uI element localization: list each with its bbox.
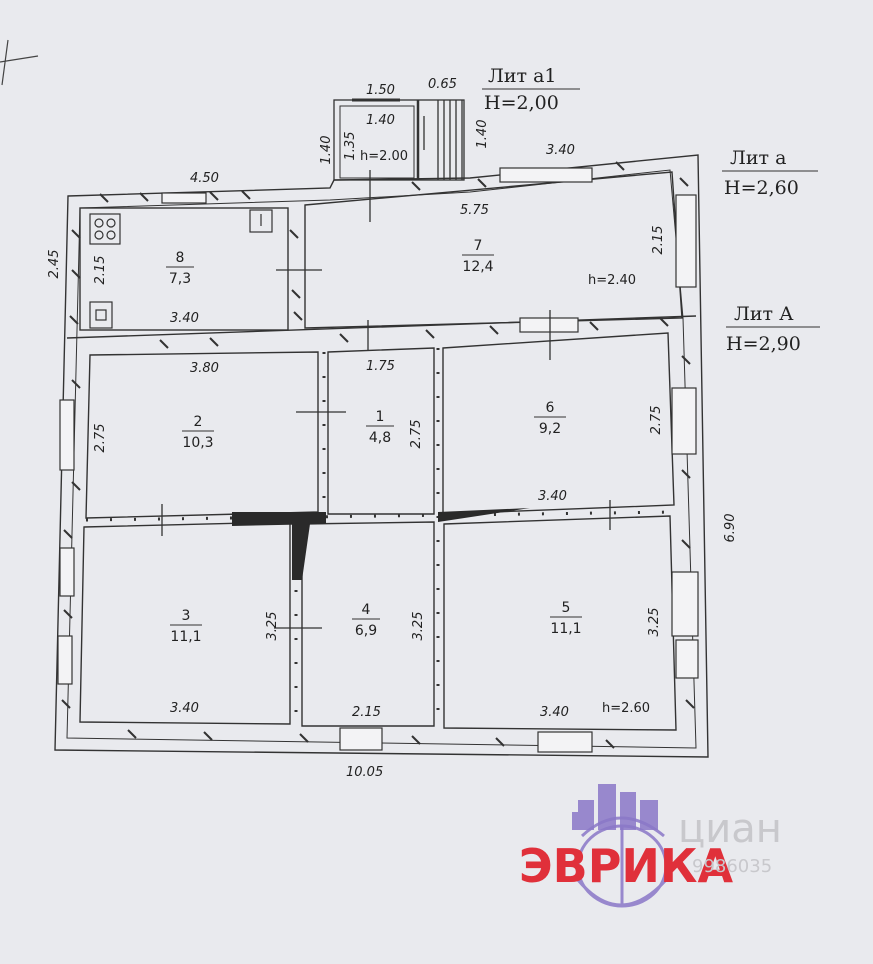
logo-globe-icon bbox=[576, 816, 668, 908]
windows bbox=[57, 167, 699, 753]
room-6-label: 6 9,2 bbox=[534, 400, 566, 437]
room-8-number: 8 bbox=[176, 250, 185, 266]
room-1-label: 1 4,8 bbox=[366, 409, 394, 446]
room-6-area: 9,2 bbox=[539, 421, 561, 437]
lit-a1-name: Лит а1 bbox=[488, 65, 557, 87]
dim-room4-height: 3.25 bbox=[411, 612, 426, 641]
wall-hatching bbox=[61, 161, 695, 749]
room-7-label: 7 12,4 bbox=[462, 238, 494, 275]
dim-room8-width: 3.40 bbox=[170, 311, 199, 326]
dim-room6-width: 3.40 bbox=[538, 489, 567, 504]
dim-top-right: 3.40 bbox=[546, 143, 575, 158]
lit-A-height: H=2,90 bbox=[726, 333, 801, 355]
cian-watermark: циан 9986035 bbox=[678, 806, 782, 877]
stove-wedges bbox=[232, 508, 530, 580]
dim-bottom-total: 10.05 bbox=[346, 765, 383, 780]
dim-porch-left-inner: 1.35 bbox=[343, 132, 358, 161]
room-4-number: 4 bbox=[362, 602, 371, 618]
dim-room7-width: 5.75 bbox=[460, 203, 489, 218]
stove-icon bbox=[89, 213, 121, 245]
room-2-number: 2 bbox=[194, 414, 203, 430]
dim-room1-width: 1.75 bbox=[366, 359, 395, 374]
dim-porch-right-top: 0.65 bbox=[428, 77, 457, 92]
dim-porch-left: 1.40 bbox=[319, 136, 334, 165]
room-8-label: 8 7,3 bbox=[166, 250, 194, 287]
dim-room1-height: 2.75 bbox=[409, 420, 424, 449]
dim-room3-height: 3.25 bbox=[265, 612, 280, 641]
interior-walls bbox=[66, 171, 697, 731]
listing-number: 9986035 bbox=[692, 856, 772, 877]
eureka-logo: ЭВРИКА bbox=[519, 784, 734, 908]
room-3-area: 11,1 bbox=[170, 629, 201, 645]
room-4-area: 6,9 bbox=[355, 623, 377, 639]
lit-a-label: Лит а H=2,60 bbox=[722, 147, 818, 199]
corner-mark bbox=[0, 39, 39, 86]
room-8-area: 7,3 bbox=[169, 271, 191, 287]
dim-room7-height: 2.15 bbox=[651, 226, 666, 255]
porch-lit-a1 bbox=[333, 98, 465, 181]
door-marks bbox=[161, 116, 611, 629]
dim-room6-height: 2.75 bbox=[649, 406, 664, 435]
dim-porch-top: 1.50 bbox=[366, 83, 395, 98]
dim-room2-width: 3.80 bbox=[190, 361, 219, 376]
lit-A-label: Лит А H=2,90 bbox=[726, 303, 820, 355]
lit-A-name: Лит А bbox=[734, 303, 794, 325]
dim-room5-width: 3.40 bbox=[540, 705, 569, 720]
dim-room5-height: 3.25 bbox=[647, 608, 662, 637]
sink-icon bbox=[89, 301, 113, 329]
dim-room3-width: 3.40 bbox=[170, 701, 199, 716]
dim-room4-width: 2.15 bbox=[352, 705, 381, 720]
room-1-area: 4,8 bbox=[369, 430, 391, 446]
boiler-icon bbox=[249, 209, 273, 233]
outer-walls bbox=[54, 154, 709, 758]
room5-height: h=2.60 bbox=[602, 701, 650, 716]
lit-a1-height: H=2,00 bbox=[484, 92, 559, 114]
dim-porch-right: 1.40 bbox=[475, 120, 490, 149]
room-7-number: 7 bbox=[474, 238, 483, 254]
porch-height: h=2.00 bbox=[360, 149, 408, 164]
room-5-number: 5 bbox=[562, 600, 571, 616]
dim-porch-inner: 1.40 bbox=[366, 113, 395, 128]
lit-a-height: H=2,60 bbox=[724, 177, 799, 199]
dim-right-outer: 6.90 bbox=[723, 514, 738, 543]
dim-top-left: 4.50 bbox=[190, 171, 219, 186]
room-7-area: 12,4 bbox=[462, 259, 493, 275]
room-6-number: 6 bbox=[546, 400, 555, 416]
dim-room8-height: 2.15 bbox=[93, 256, 108, 285]
dim-room2-height: 2.75 bbox=[93, 424, 108, 453]
room-3-number: 3 bbox=[182, 608, 191, 624]
room-5-area: 11,1 bbox=[550, 621, 581, 637]
room-2-label: 2 10,3 bbox=[182, 414, 214, 451]
room-3-label: 3 11,1 bbox=[170, 608, 202, 645]
room-4-label: 4 6,9 bbox=[352, 602, 380, 639]
cian-text: циан bbox=[678, 806, 782, 852]
lit-a1-label: Лит а1 H=2,00 bbox=[482, 65, 580, 114]
lit-a-name: Лит а bbox=[730, 147, 786, 169]
brand-name: ЭВРИКА bbox=[519, 839, 734, 893]
dim-left-outer: 2.45 bbox=[47, 250, 62, 279]
room-2-area: 10,3 bbox=[182, 435, 213, 451]
room-5-label: 5 11,1 bbox=[550, 600, 582, 637]
room-1-number: 1 bbox=[376, 409, 385, 425]
room7-height: h=2.40 bbox=[588, 273, 636, 288]
